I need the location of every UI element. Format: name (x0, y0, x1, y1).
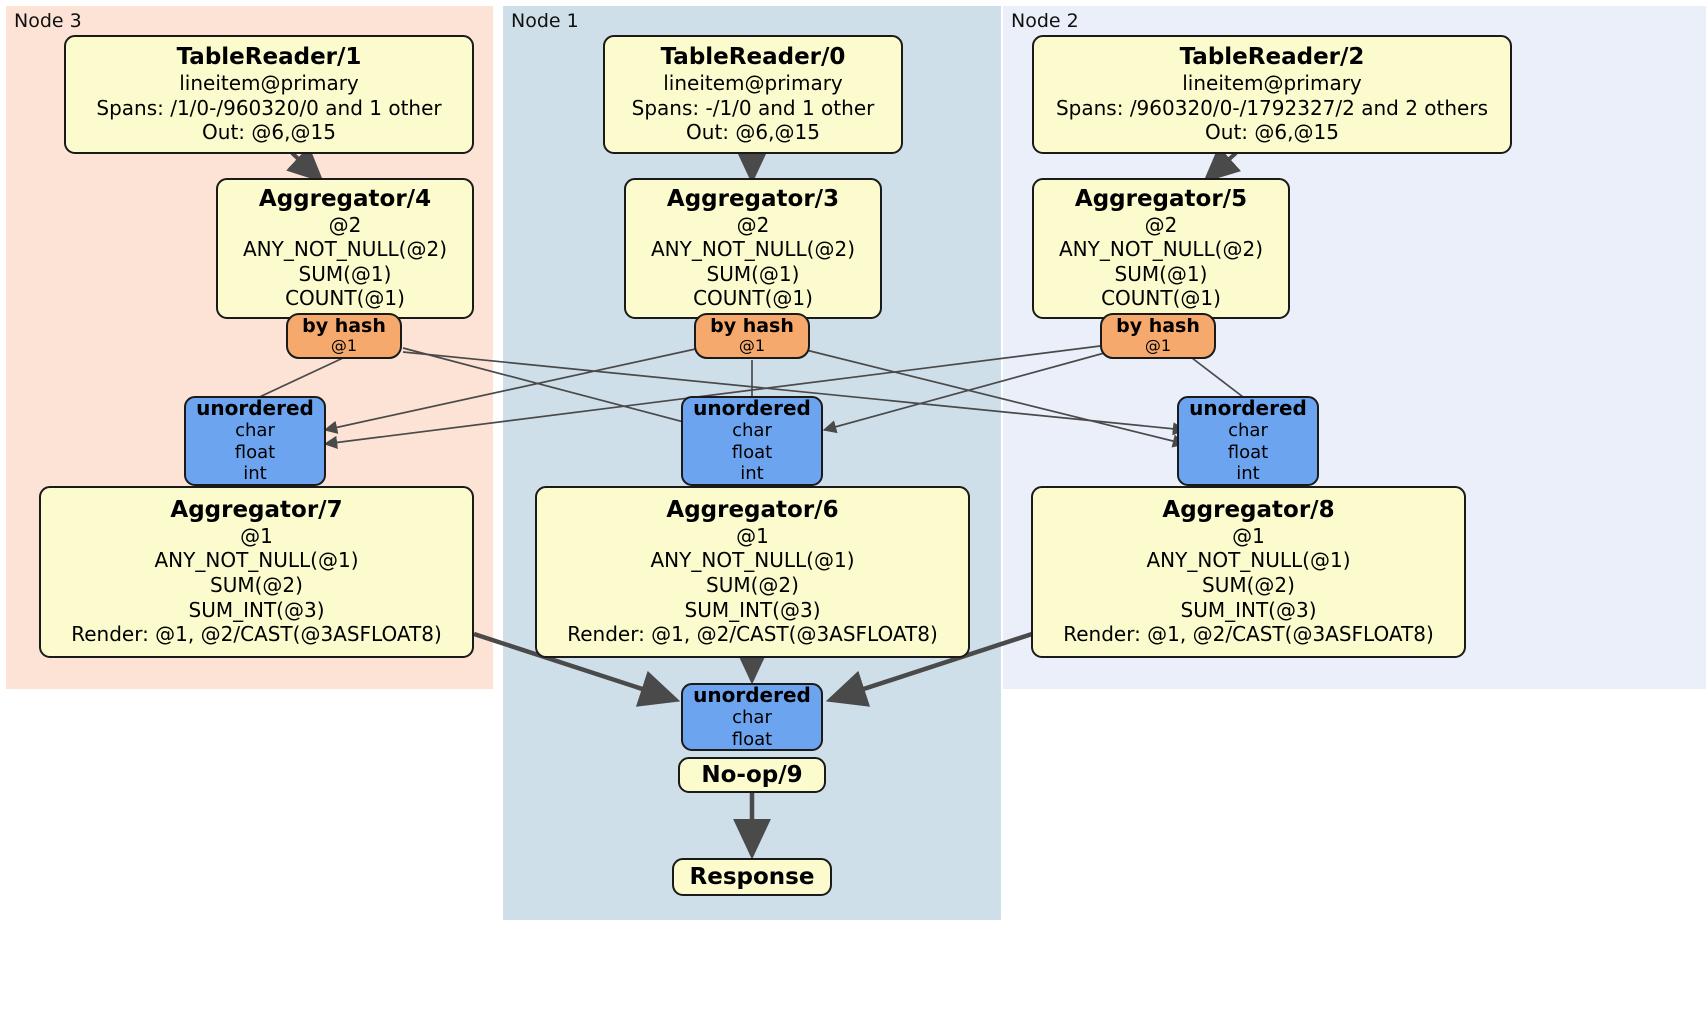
aggregator-5-agg2: SUM(@1) (1114, 261, 1208, 286)
aggregator-5-agg3: COUNT(@1) (1101, 286, 1221, 311)
node-panel-label-node1: Node 1 (511, 10, 579, 32)
tablereader-2-table: lineitem@primary (1182, 70, 1362, 95)
by-hash-node3-key: @1 (330, 336, 358, 356)
tablereader-2-out: Out: @6,@15 (1205, 120, 1339, 145)
tablereader-2-title: TableReader/2 (1179, 44, 1365, 71)
aggregator-5-agg1: ANY_NOT_NULL(@2) (1059, 237, 1263, 262)
aggregator-6-agg2: SUM(@2) (706, 573, 799, 598)
tablereader-0-table: lineitem@primary (663, 70, 843, 95)
processor-aggregator-3[interactable]: Aggregator/3 @2 ANY_NOT_NULL(@2) SUM(@1)… (624, 178, 882, 319)
aggregator-7-title: Aggregator/7 (170, 497, 343, 524)
aggregator-4-agg3: COUNT(@1) (285, 286, 405, 311)
tablereader-2-spans: Spans: /960320/0-/1792327/2 and 2 others (1055, 95, 1488, 120)
unordered-final-type2: float (731, 728, 773, 750)
node-panel-label-node2: Node 2 (1011, 10, 1079, 32)
aggregator-6-agg3: SUM_INT(@3) (684, 597, 821, 622)
aggregator-5-group: @2 (1144, 212, 1178, 237)
aggregator-8-agg1: ANY_NOT_NULL(@1) (1146, 548, 1351, 573)
tablereader-0-title: TableReader/0 (660, 44, 846, 71)
processor-tablereader-0[interactable]: TableReader/0 lineitem@primary Spans: -/… (603, 35, 903, 154)
unordered-node1-type2: float (731, 441, 773, 463)
aggregator-5-title: Aggregator/5 (1074, 185, 1248, 212)
aggregator-8-agg3: SUM_INT(@3) (1180, 597, 1317, 622)
tablereader-1-table: lineitem@primary (179, 70, 359, 95)
synchronizer-unordered-node2[interactable]: unordered char float int (1177, 396, 1319, 486)
router-by-hash-node2[interactable]: by hash @1 (1100, 313, 1216, 359)
aggregator-3-agg1: ANY_NOT_NULL(@2) (651, 237, 855, 262)
unordered-node3-title: unordered (196, 396, 314, 421)
processor-aggregator-5[interactable]: Aggregator/5 @2 ANY_NOT_NULL(@2) SUM(@1)… (1032, 178, 1290, 319)
noop-9-title: No-op/9 (701, 761, 803, 788)
processor-aggregator-8[interactable]: Aggregator/8 @1 ANY_NOT_NULL(@1) SUM(@2)… (1031, 486, 1466, 658)
processor-aggregator-7[interactable]: Aggregator/7 @1 ANY_NOT_NULL(@1) SUM(@2)… (39, 486, 474, 658)
processor-noop-9[interactable]: No-op/9 (678, 757, 826, 793)
by-hash-node3-title: by hash (302, 315, 386, 338)
by-hash-node1-title: by hash (710, 315, 794, 338)
node-panel-label-node3: Node 3 (14, 10, 82, 32)
by-hash-node2-title: by hash (1116, 315, 1200, 338)
aggregator-7-agg1: ANY_NOT_NULL(@1) (154, 548, 359, 573)
aggregator-3-agg3: COUNT(@1) (693, 286, 813, 311)
aggregator-4-group: @2 (328, 212, 362, 237)
aggregator-4-agg1: ANY_NOT_NULL(@2) (243, 237, 447, 262)
processor-aggregator-4[interactable]: Aggregator/4 @2 ANY_NOT_NULL(@2) SUM(@1)… (216, 178, 474, 319)
processor-tablereader-1[interactable]: TableReader/1 lineitem@primary Spans: /1… (64, 35, 474, 154)
synchronizer-unordered-node3[interactable]: unordered char float int (184, 396, 326, 486)
aggregator-3-title: Aggregator/3 (666, 185, 840, 212)
tablereader-0-spans: Spans: -/1/0 and 1 other (631, 95, 875, 120)
tablereader-1-spans: Spans: /1/0-/960320/0 and 1 other (96, 95, 442, 120)
aggregator-4-title: Aggregator/4 (258, 185, 432, 212)
tablereader-1-out: Out: @6,@15 (202, 120, 336, 145)
unordered-node3-type1: char (235, 420, 275, 442)
unordered-node2-type2: float (1227, 441, 1269, 463)
processor-tablereader-2[interactable]: TableReader/2 lineitem@primary Spans: /9… (1032, 35, 1512, 154)
aggregator-8-agg2: SUM(@2) (1202, 573, 1295, 598)
tablereader-1-title: TableReader/1 (176, 44, 362, 71)
unordered-node1-type1: char (732, 420, 772, 442)
processor-response[interactable]: Response (672, 858, 832, 896)
unordered-node3-type2: float (234, 441, 276, 463)
aggregator-6-title: Aggregator/6 (666, 497, 839, 524)
aggregator-7-render: Render: @1, @2/CAST(@3ASFLOAT8) (71, 622, 442, 647)
unordered-node2-type3: int (1236, 463, 1260, 485)
aggregator-3-agg2: SUM(@1) (706, 261, 800, 286)
unordered-node2-type1: char (1228, 420, 1268, 442)
unordered-node3-type3: int (243, 463, 267, 485)
unordered-node1-title: unordered (693, 396, 811, 421)
aggregator-8-render: Render: @1, @2/CAST(@3ASFLOAT8) (1063, 622, 1434, 647)
aggregator-7-agg2: SUM(@2) (210, 573, 303, 598)
by-hash-node1-key: @1 (738, 336, 766, 356)
aggregator-8-title: Aggregator/8 (1162, 497, 1335, 524)
aggregator-6-agg1: ANY_NOT_NULL(@1) (650, 548, 855, 573)
aggregator-7-agg3: SUM_INT(@3) (188, 597, 325, 622)
router-by-hash-node3[interactable]: by hash @1 (286, 313, 402, 359)
aggregator-3-group: @2 (736, 212, 770, 237)
synchronizer-unordered-final[interactable]: unordered char float (681, 683, 823, 751)
aggregator-6-render: Render: @1, @2/CAST(@3ASFLOAT8) (567, 622, 938, 647)
aggregator-4-agg2: SUM(@1) (298, 261, 392, 286)
aggregator-7-group: @1 (240, 523, 273, 548)
unordered-final-type1: char (732, 706, 772, 728)
router-by-hash-node1[interactable]: by hash @1 (694, 313, 810, 359)
tablereader-0-out: Out: @6,@15 (686, 120, 820, 145)
aggregator-8-group: @1 (1232, 523, 1265, 548)
unordered-node1-type3: int (740, 463, 764, 485)
unordered-final-title: unordered (693, 682, 811, 707)
by-hash-node2-key: @1 (1144, 336, 1172, 356)
unordered-node2-title: unordered (1189, 396, 1307, 421)
processor-aggregator-6[interactable]: Aggregator/6 @1 ANY_NOT_NULL(@1) SUM(@2)… (535, 486, 970, 658)
response-title: Response (689, 863, 815, 890)
synchronizer-unordered-node1[interactable]: unordered char float int (681, 396, 823, 486)
aggregator-6-group: @1 (736, 523, 769, 548)
